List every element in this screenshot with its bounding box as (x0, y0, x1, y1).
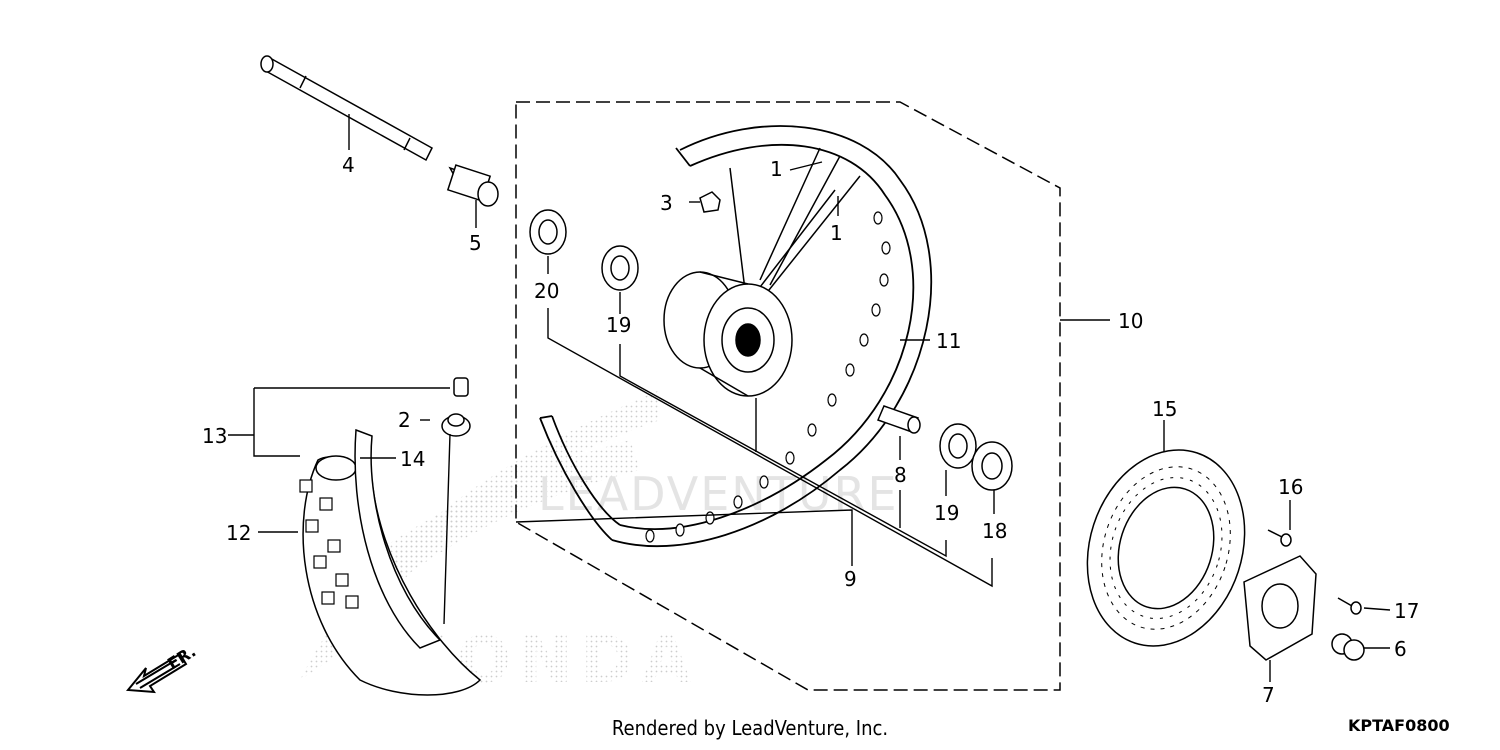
front-axle (260, 55, 433, 162)
disc-bolt (1267, 529, 1292, 547)
leadventure-watermark: LEADVENTURE (538, 467, 899, 521)
callout-8: 8 (894, 463, 907, 487)
callout-5: 5 (469, 231, 482, 255)
callout-3: 3 (660, 191, 673, 215)
callout-14: 14 (400, 447, 425, 471)
bearing-20 (529, 209, 567, 255)
callout-2: 2 (398, 408, 411, 432)
callout-12: 12 (226, 521, 251, 545)
wheel-assembly-frame (515, 101, 1061, 691)
bearing-19-right (939, 423, 977, 469)
callout-4: 4 (342, 153, 355, 177)
bearing-19-left (601, 245, 639, 291)
rim-spoke-holes (645, 211, 891, 543)
leader-lines (228, 114, 1391, 682)
spokes (729, 147, 861, 301)
plate-bolt (1337, 597, 1362, 615)
callout-11: 11 (936, 329, 961, 353)
brake-disc-holes (1101, 466, 1231, 630)
rim-band-nut (441, 413, 471, 437)
wheel-rim (539, 125, 933, 547)
tire-knobs (299, 479, 359, 609)
callout-18: 18 (982, 519, 1007, 543)
callout-6: 6 (1394, 637, 1407, 661)
distance-collar (876, 405, 921, 434)
side-collar (1331, 633, 1365, 661)
spoke-nipple (699, 191, 721, 213)
callout-19-left: 19 (606, 313, 631, 337)
callout-9: 9 (844, 567, 857, 591)
callout-17: 17 (1394, 599, 1419, 623)
sprocket-plate (1243, 555, 1317, 661)
callout-10: 10 (1118, 309, 1143, 333)
callout-19-right: 19 (934, 501, 959, 525)
callout-16: 16 (1278, 475, 1303, 499)
brake-disc (1086, 449, 1246, 647)
callout-7: 7 (1262, 683, 1275, 707)
callout-20: 20 (534, 279, 559, 303)
callout-13: 13 (202, 424, 227, 448)
axle-collar (446, 164, 499, 207)
dust-seal-18 (971, 441, 1013, 491)
callout-1-upper: 1 (770, 157, 783, 181)
inner-tube (354, 428, 442, 649)
callout-15: 15 (1152, 397, 1177, 421)
callout-1-lower: 1 (830, 221, 843, 245)
valve-cap (453, 377, 469, 397)
rendered-by-credit: Rendered by LeadVenture, Inc. (611, 716, 889, 740)
front-direction-arrow: FR. (126, 642, 199, 694)
wheel-hub (663, 271, 793, 397)
diagram-code: KPTAF0800 (1348, 716, 1450, 735)
